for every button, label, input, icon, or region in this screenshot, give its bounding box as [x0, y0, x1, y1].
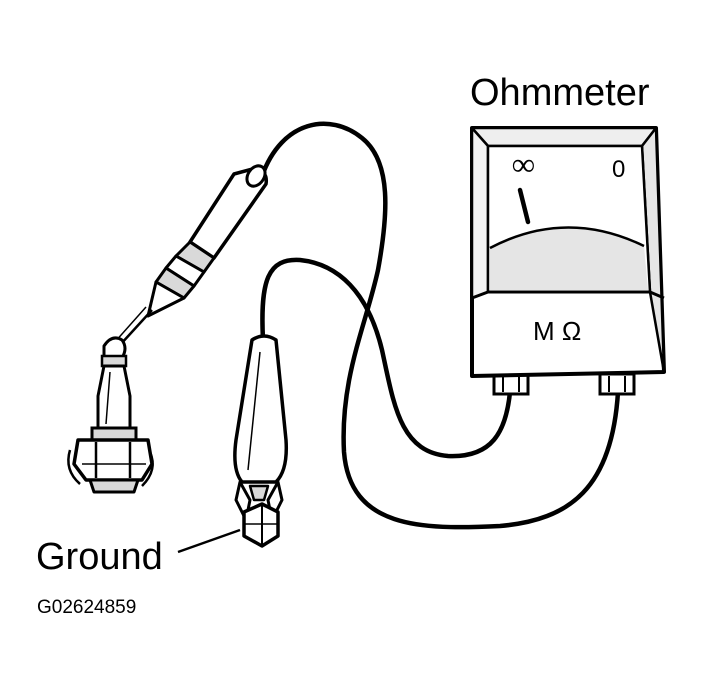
figure-code: G02624859 — [37, 597, 137, 618]
ohmmeter-label: Ohmmeter — [470, 72, 650, 114]
meter-scale-arc — [489, 226, 645, 250]
ground-leader-line — [177, 528, 241, 554]
meter-scale-zero: 0 — [612, 156, 625, 183]
meter-needle — [517, 187, 531, 225]
meter-right-terminal — [598, 372, 636, 396]
test-probe — [113, 164, 269, 346]
ohmmeter: ∞ 0 M Ω — [470, 126, 666, 396]
ground-lead-wire — [260, 257, 513, 459]
meter-unit-label: M Ω — [533, 316, 581, 346]
ground-label: Ground — [36, 536, 163, 578]
probe-lead-wire — [259, 121, 621, 530]
spark-plug — [67, 336, 154, 494]
ground-clip — [233, 334, 289, 548]
meter-scale-infinity: ∞ — [512, 146, 535, 182]
